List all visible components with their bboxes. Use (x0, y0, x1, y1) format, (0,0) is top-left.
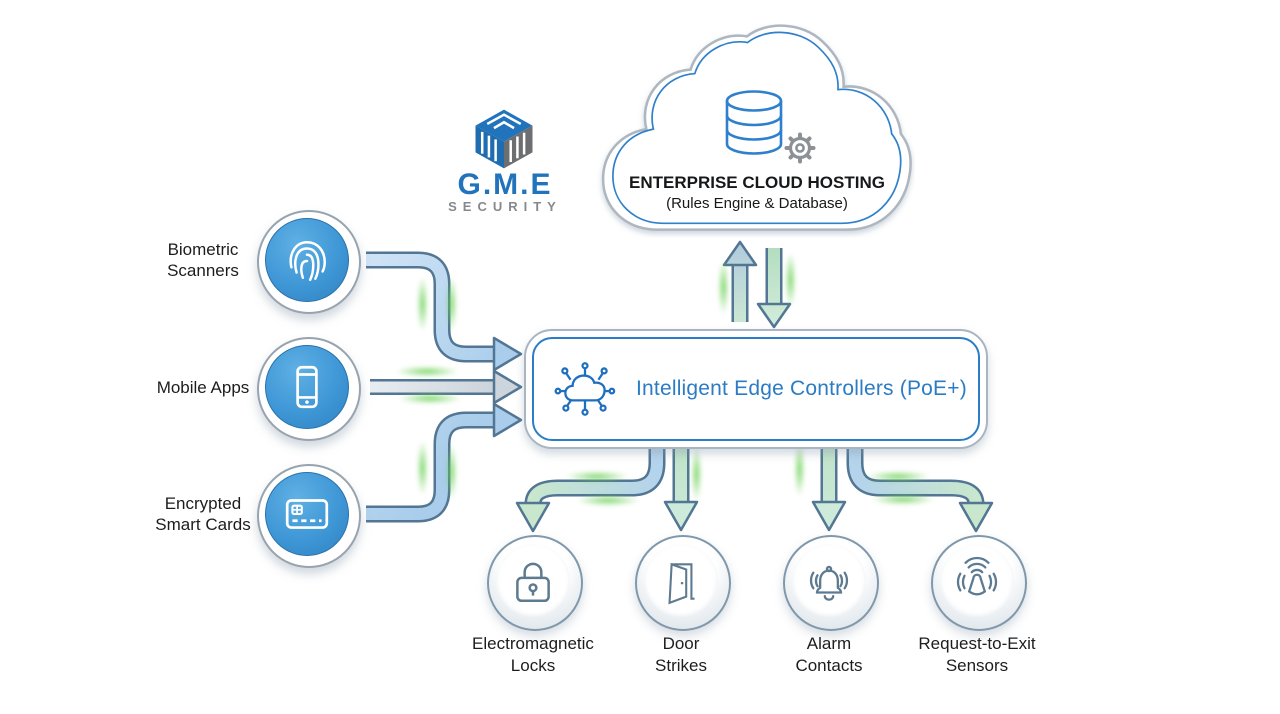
arrow-biometric-to-controller (366, 251, 523, 372)
arrow-controller-to-cloud (722, 240, 758, 322)
edge-controller-box-inner: Intelligent Edge Controllers (PoE+) (532, 337, 980, 441)
output-node-door-strikes (635, 535, 731, 631)
fingerprint-icon (289, 241, 326, 282)
output-label-alarm-contacts: Alarm Contacts (795, 634, 863, 675)
input-node-encrypted-smart-cards (257, 464, 361, 568)
enterprise-cloud-shape (601, 24, 912, 231)
input-node-mobile-apps (257, 337, 361, 441)
gme-cube-logo-icon (475, 109, 533, 169)
output-label-door-strikes: Door Strikes (655, 634, 707, 675)
smartphone-icon (296, 365, 318, 409)
input-label-biometric-scanners: Biometric Scanners (167, 240, 239, 280)
arrow-controller-to-locks (515, 446, 666, 533)
arrow-controller-to-rte-sensors (846, 446, 994, 533)
input-label-encrypted-smart-cards: Encrypted Smart Cards (155, 494, 251, 534)
smart-card-icon (285, 499, 329, 529)
arrow-mobile-to-controller (370, 369, 523, 405)
gear-icon (784, 132, 816, 164)
output-label-request-to-exit-sensors: Request-to-Exit Sensors (918, 634, 1036, 675)
output-node-request-to-exit-sensors (931, 535, 1027, 631)
padlock-icon (516, 562, 550, 603)
arrow-controller-to-alarm-contacts (811, 446, 847, 532)
brand-tagline: SECURITY (448, 199, 562, 214)
input-node-biometric-scanners (257, 210, 361, 314)
brand-name: G.M.E (457, 168, 553, 201)
door-icon (668, 562, 695, 605)
cloud-subtitle: (Rules Engine & Database) (666, 195, 848, 212)
output-node-electromagnetic-locks (487, 535, 583, 631)
arrow-cloud-to-controller (756, 248, 792, 329)
cloud-title: ENTERPRISE CLOUD HOSTING (629, 173, 885, 192)
arrow-smartcards-to-controller (366, 402, 523, 523)
output-node-alarm-contacts (783, 535, 879, 631)
arrow-controller-to-door-strikes (663, 446, 699, 532)
alarm-bell-icon (809, 565, 849, 601)
motion-sensor-icon (956, 556, 998, 596)
input-label-mobile-apps: Mobile Apps (156, 378, 250, 397)
output-label-electromagnetic-locks: Electromagnetic Locks (472, 634, 594, 675)
edge-controller-label: Intelligent Edge Controllers (PoE+) (636, 377, 967, 400)
database-icon (725, 90, 816, 164)
edge-controller-box: Intelligent Edge Controllers (PoE+) (524, 329, 988, 449)
iot-hub-cloud-icon (554, 362, 616, 416)
